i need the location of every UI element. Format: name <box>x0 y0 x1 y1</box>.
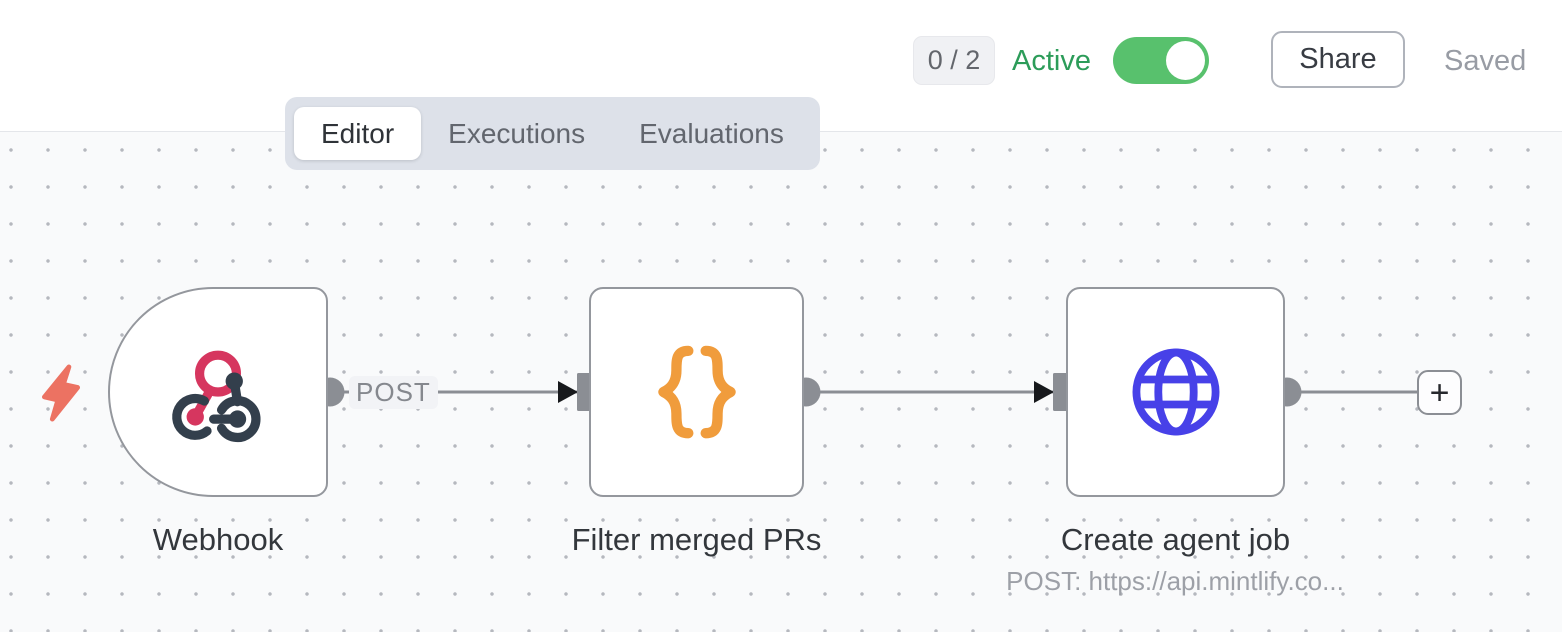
tab-evaluations[interactable]: Evaluations <box>639 117 784 149</box>
active-label: Active <box>1012 45 1091 77</box>
active-toggle-knob <box>1166 41 1205 80</box>
node-label-http: Create agent job <box>1060 522 1291 557</box>
trigger-bolt-icon <box>42 364 80 422</box>
node-label-filter: Filter merged PRs <box>571 522 822 557</box>
edge-method-label: POST <box>349 376 438 409</box>
active-toggle[interactable] <box>1113 37 1209 84</box>
add-node-button[interactable]: + <box>1417 370 1462 415</box>
share-button[interactable]: Share <box>1271 31 1405 88</box>
node-webhook[interactable] <box>108 287 328 497</box>
webhook-icon <box>172 350 261 443</box>
saved-status: Saved <box>1444 45 1527 77</box>
node-sublabel-http: POST: https://api.mintlify.co... <box>1006 566 1344 596</box>
tab-editor[interactable]: Editor <box>294 107 422 160</box>
view-tabs: Editor Executions Evaluations <box>285 97 820 170</box>
node-label-webhook: Webhook <box>152 522 284 557</box>
node-filter-merged-prs[interactable] <box>589 287 804 497</box>
tab-executions[interactable]: Executions <box>448 117 586 149</box>
execution-count-badge: 0 / 2 <box>913 36 995 85</box>
curly-braces-icon <box>657 345 736 439</box>
edge-arrowhead-icon <box>1034 381 1054 403</box>
edge-arrowhead-icon <box>558 381 578 403</box>
globe-icon <box>1132 348 1219 436</box>
node-create-agent-job[interactable] <box>1066 287 1285 497</box>
